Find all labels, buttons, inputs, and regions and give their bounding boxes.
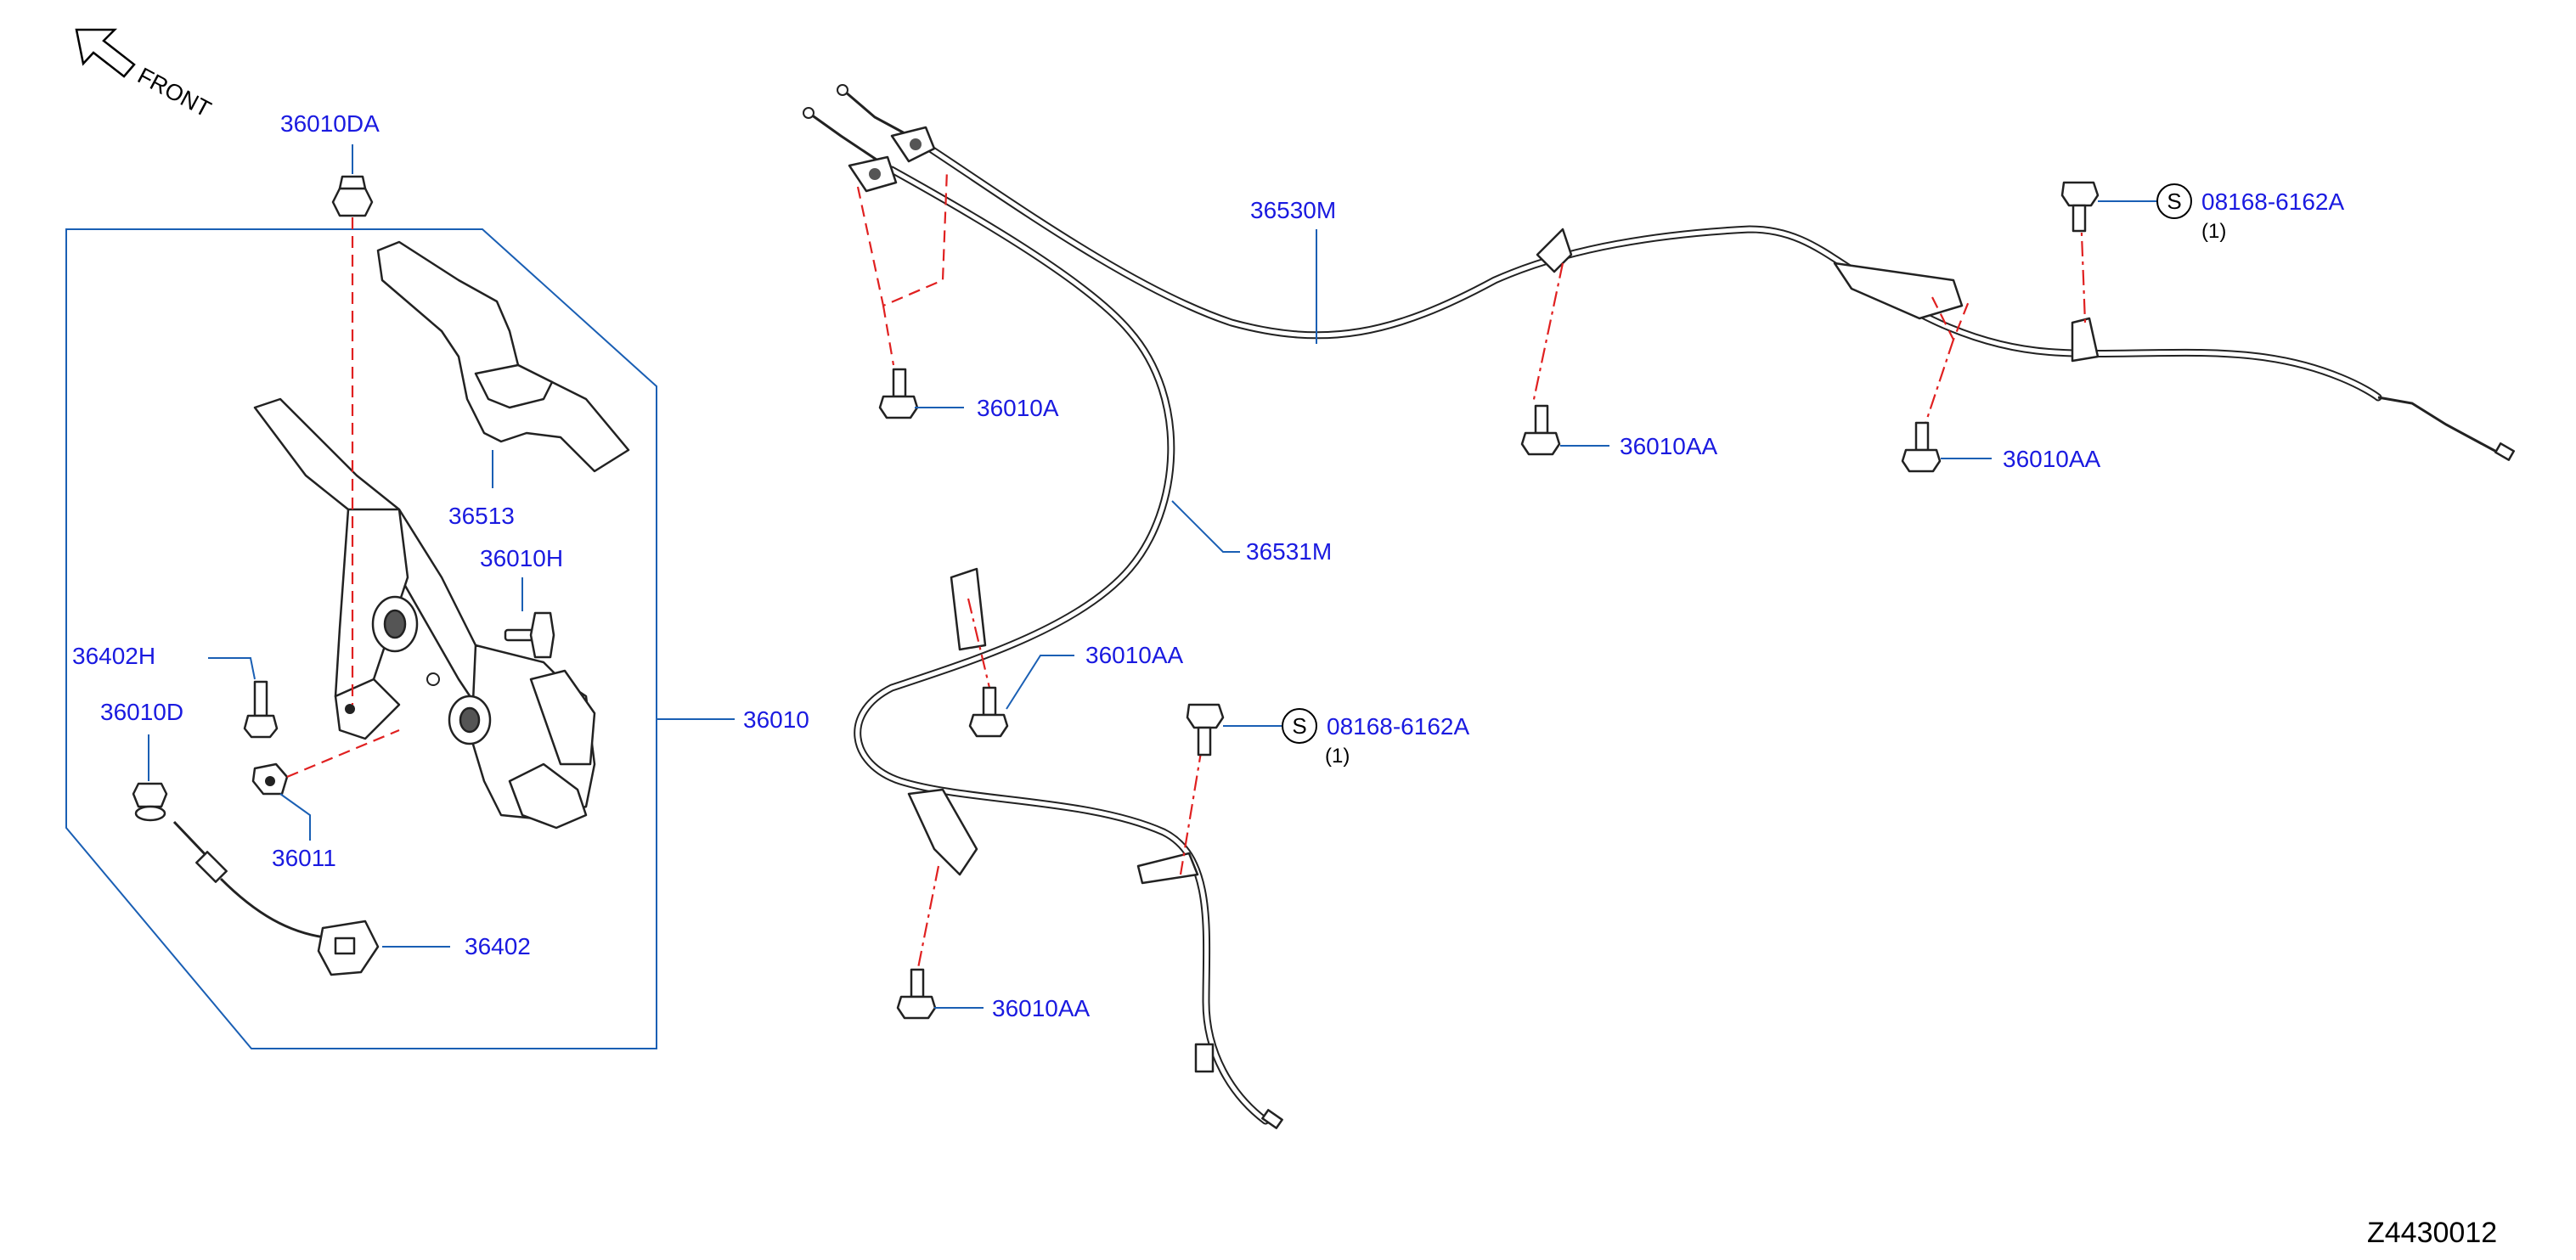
part-label-36402: 36402 (465, 933, 531, 959)
part-label-36010AA: 36010AA (1085, 642, 1184, 668)
centerline-36010A-bolt (882, 305, 895, 366)
centerline-36010AA-3 (967, 598, 991, 689)
bolt-36010AA-4 (896, 968, 937, 1020)
part-label-36402H: 36402H (72, 643, 155, 669)
quantity-label: (1) (1325, 745, 1350, 768)
part-label-36531M: 36531M (1246, 538, 1332, 565)
standard-part-symbol-text: S (2167, 188, 2181, 214)
bolt-08168-6162A-2 (1186, 703, 1225, 757)
part-label-36010: 36010 (743, 706, 809, 733)
nut-36010D (132, 782, 168, 822)
part-label-36011: 36011 (272, 845, 336, 871)
cable-bracket (1833, 262, 1964, 320)
parking-brake-pedal-assembly (253, 397, 596, 830)
clip-36011 (251, 762, 289, 796)
part-label-08168-6162A: 08168-6162A (2201, 188, 2344, 215)
rear-cable-36531M (803, 107, 1283, 1129)
rear-cable-36530M (837, 84, 2516, 461)
part-label-36010D: 36010D (100, 699, 183, 725)
part-label-36010AA: 36010AA (992, 995, 1091, 1021)
part-label-36010AA: 36010AA (2003, 446, 2101, 472)
centerline-36010AA-2-bolt (1922, 339, 1955, 430)
front-label: FRONT (133, 63, 215, 122)
front-arrow-icon (75, 28, 136, 78)
part-label-08168-6162A: 08168-6162A (1327, 713, 1469, 740)
part-label-36010DA: 36010DA (280, 110, 380, 137)
centerline-36010AA-4 (916, 865, 940, 973)
centerline-36010A (856, 169, 949, 307)
quantity-label: (1) (2201, 220, 2226, 243)
centerline-36010AA-1 (1531, 262, 1564, 404)
centerline-08168-1 (2079, 211, 2087, 323)
leader-lines (148, 144, 2157, 1009)
cable-bracket (950, 567, 987, 651)
cable-bracket (2071, 317, 2100, 363)
part-label-36530M: 36530M (1250, 197, 1336, 223)
bolt-36010H (504, 611, 555, 659)
centerline-36011 (286, 728, 400, 779)
standard-part-symbol (2156, 183, 2192, 219)
standard-part-symbol-text: S (1292, 713, 1306, 739)
bolt-36010AA-1 (1520, 404, 1561, 456)
standard-part-symbol (1282, 708, 1317, 744)
pedal-pad-cover-36513 (376, 240, 630, 473)
diagram-code: Z4430012 (2367, 1217, 2497, 1249)
cable-bracket (1136, 852, 1199, 885)
centerline-08168-2 (1179, 746, 1203, 875)
part-label-36010H: 36010H (480, 545, 563, 571)
part-label-36513: 36513 (448, 503, 515, 529)
bolt-36010A (878, 368, 919, 419)
pedal-assembly-outline (65, 228, 657, 1049)
bolt-08168-6162A-1 (2060, 181, 2100, 233)
bolt-36010AA-2 (1901, 421, 1942, 473)
bolt-36010AA-3 (968, 686, 1009, 738)
bolt-36402H (243, 680, 279, 739)
switch-harness-36402 (172, 820, 380, 976)
cable-bracket (1536, 228, 1573, 273)
cable-bracket (907, 788, 978, 876)
part-label-36010A: 36010A (977, 395, 1059, 421)
part-label-36010AA: 36010AA (1620, 433, 1718, 459)
nut-36010DA (331, 175, 374, 217)
